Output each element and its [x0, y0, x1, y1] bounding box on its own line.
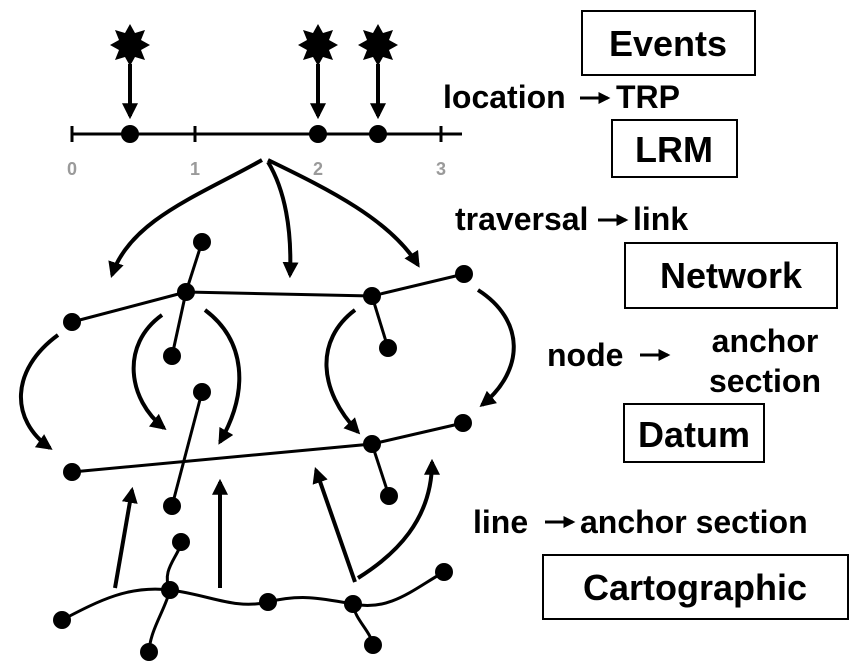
relation-to-link: link — [633, 201, 688, 237]
cartographic-box: Cartographic — [542, 554, 849, 620]
line-anchor-arrow — [356, 458, 440, 580]
node-anchor-arrow — [203, 308, 242, 445]
relation-to-section: section — [709, 363, 821, 399]
node-anchor-arrow — [476, 288, 516, 408]
cartographic-label: Cartographic — [583, 567, 807, 608]
relation-events-lrm: location TRP — [443, 79, 680, 115]
line-anchor-arrow — [113, 486, 138, 589]
cartographic-node — [364, 636, 382, 654]
datum-line — [370, 443, 391, 497]
tick-label: 2 — [313, 159, 323, 179]
cartographic-graph — [53, 533, 453, 661]
network-link — [371, 272, 465, 298]
network-node — [455, 265, 473, 283]
datum-label: Datum — [638, 414, 750, 455]
cartographic-node — [435, 563, 453, 581]
cartographic-line — [147, 589, 172, 653]
event-point — [121, 125, 139, 143]
relation-from-node: node — [547, 337, 623, 373]
event-star-icon — [298, 24, 338, 66]
datum-box: Datum — [623, 403, 765, 463]
cartographic-node — [53, 611, 71, 629]
lrm-label: LRM — [635, 129, 713, 170]
cartographic-node — [344, 595, 362, 613]
network-label: Network — [660, 255, 803, 296]
network-node — [63, 313, 81, 331]
datum-node — [363, 435, 381, 453]
traversal-arrow — [266, 160, 299, 279]
datum-line — [170, 391, 204, 507]
node-anchor-arrow — [18, 333, 60, 450]
event-point — [309, 125, 327, 143]
node-anchor-arrow — [131, 313, 167, 430]
event-marker — [298, 24, 338, 143]
network-node — [193, 233, 211, 251]
datum-node — [63, 463, 81, 481]
relation-from-traversal: traversal — [455, 201, 588, 237]
line-anchor-arrow — [312, 466, 357, 583]
network-node — [163, 347, 181, 365]
network-node — [363, 287, 381, 305]
cartographic-node — [161, 581, 179, 599]
event-star-icon — [110, 24, 150, 66]
cartographic-node — [259, 593, 277, 611]
node-anchor-arrows — [18, 288, 516, 450]
network-graph — [63, 233, 473, 365]
tick-label: 0 — [67, 159, 77, 179]
network-link — [370, 295, 390, 349]
datum-line — [371, 421, 464, 446]
network-node — [379, 339, 397, 357]
relation-network-datum: node anchor section — [547, 323, 821, 399]
cartographic-node — [140, 643, 158, 661]
cartographic-node — [172, 533, 190, 551]
datum-node — [380, 487, 398, 505]
node-anchor-arrow — [324, 308, 361, 435]
line-anchor-arrows — [113, 458, 440, 589]
datum-graph — [63, 383, 472, 515]
tick-label: 3 — [436, 159, 446, 179]
relation-to-anchor-section: anchor section — [580, 504, 808, 540]
relation-from-location: location — [443, 79, 566, 115]
event-star-icon — [358, 24, 398, 66]
network-link — [170, 291, 188, 357]
event-marker — [358, 24, 398, 143]
network-box: Network — [624, 242, 838, 309]
datum-node — [163, 497, 181, 515]
relation-from-line: line — [473, 504, 528, 540]
lrm-scale: 0 1 2 3 — [67, 24, 462, 179]
relation-lrm-network: traversal link — [455, 201, 688, 237]
event-marker — [110, 24, 150, 143]
lrm-box: LRM — [611, 119, 738, 178]
relation-to-trp: TRP — [616, 79, 680, 115]
datum-line — [71, 442, 373, 474]
relation-to-anchor: anchor — [712, 323, 819, 359]
traversal-arrow — [267, 158, 420, 268]
cartographic-line — [61, 570, 445, 622]
tick-label: 1 — [190, 159, 200, 179]
datum-node — [193, 383, 211, 401]
events-label: Events — [609, 23, 727, 64]
relation-datum-cartographic: line anchor section — [473, 504, 808, 540]
traversal-arrows — [108, 158, 420, 279]
network-node — [177, 283, 195, 301]
datum-node — [454, 414, 472, 432]
event-point — [369, 125, 387, 143]
traversal-arrow — [108, 158, 263, 279]
network-link — [185, 290, 373, 298]
events-box: Events — [581, 10, 756, 76]
network-link — [71, 290, 187, 324]
